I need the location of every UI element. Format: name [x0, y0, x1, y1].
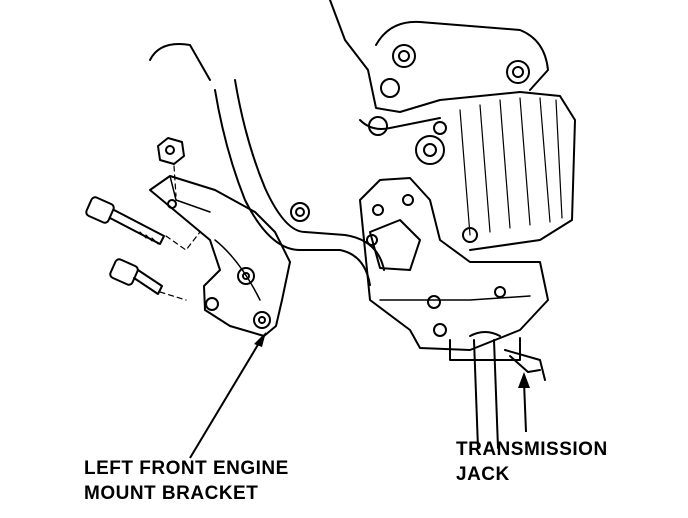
long-mount-bolt — [85, 196, 165, 245]
bracket-label-line-1: LEFT FRONT ENGINE — [84, 458, 289, 479]
jack-label-line-2: JACK — [456, 464, 510, 485]
drive-shaft — [149, 43, 385, 286]
assembly-guide-lines — [159, 165, 201, 301]
jack-callout-label: TRANSMISSION JACK — [456, 437, 608, 487]
bracket-leader-arrow — [189, 332, 266, 459]
bracket-label-line-2: MOUNT BRACKET — [84, 483, 259, 504]
transmission-case — [329, 0, 576, 251]
transmission-lower-housing — [359, 177, 549, 381]
engine-mount-bracket — [149, 175, 310, 337]
jack-leader-arrow — [518, 372, 530, 433]
short-mount-bolt — [109, 258, 163, 295]
jack-label-line-1: TRANSMISSION — [456, 439, 608, 460]
transmission-jack — [469, 331, 541, 449]
bracket-callout-label: LEFT FRONT ENGINE MOUNT BRACKET — [84, 456, 289, 506]
mount-nut — [157, 137, 185, 165]
